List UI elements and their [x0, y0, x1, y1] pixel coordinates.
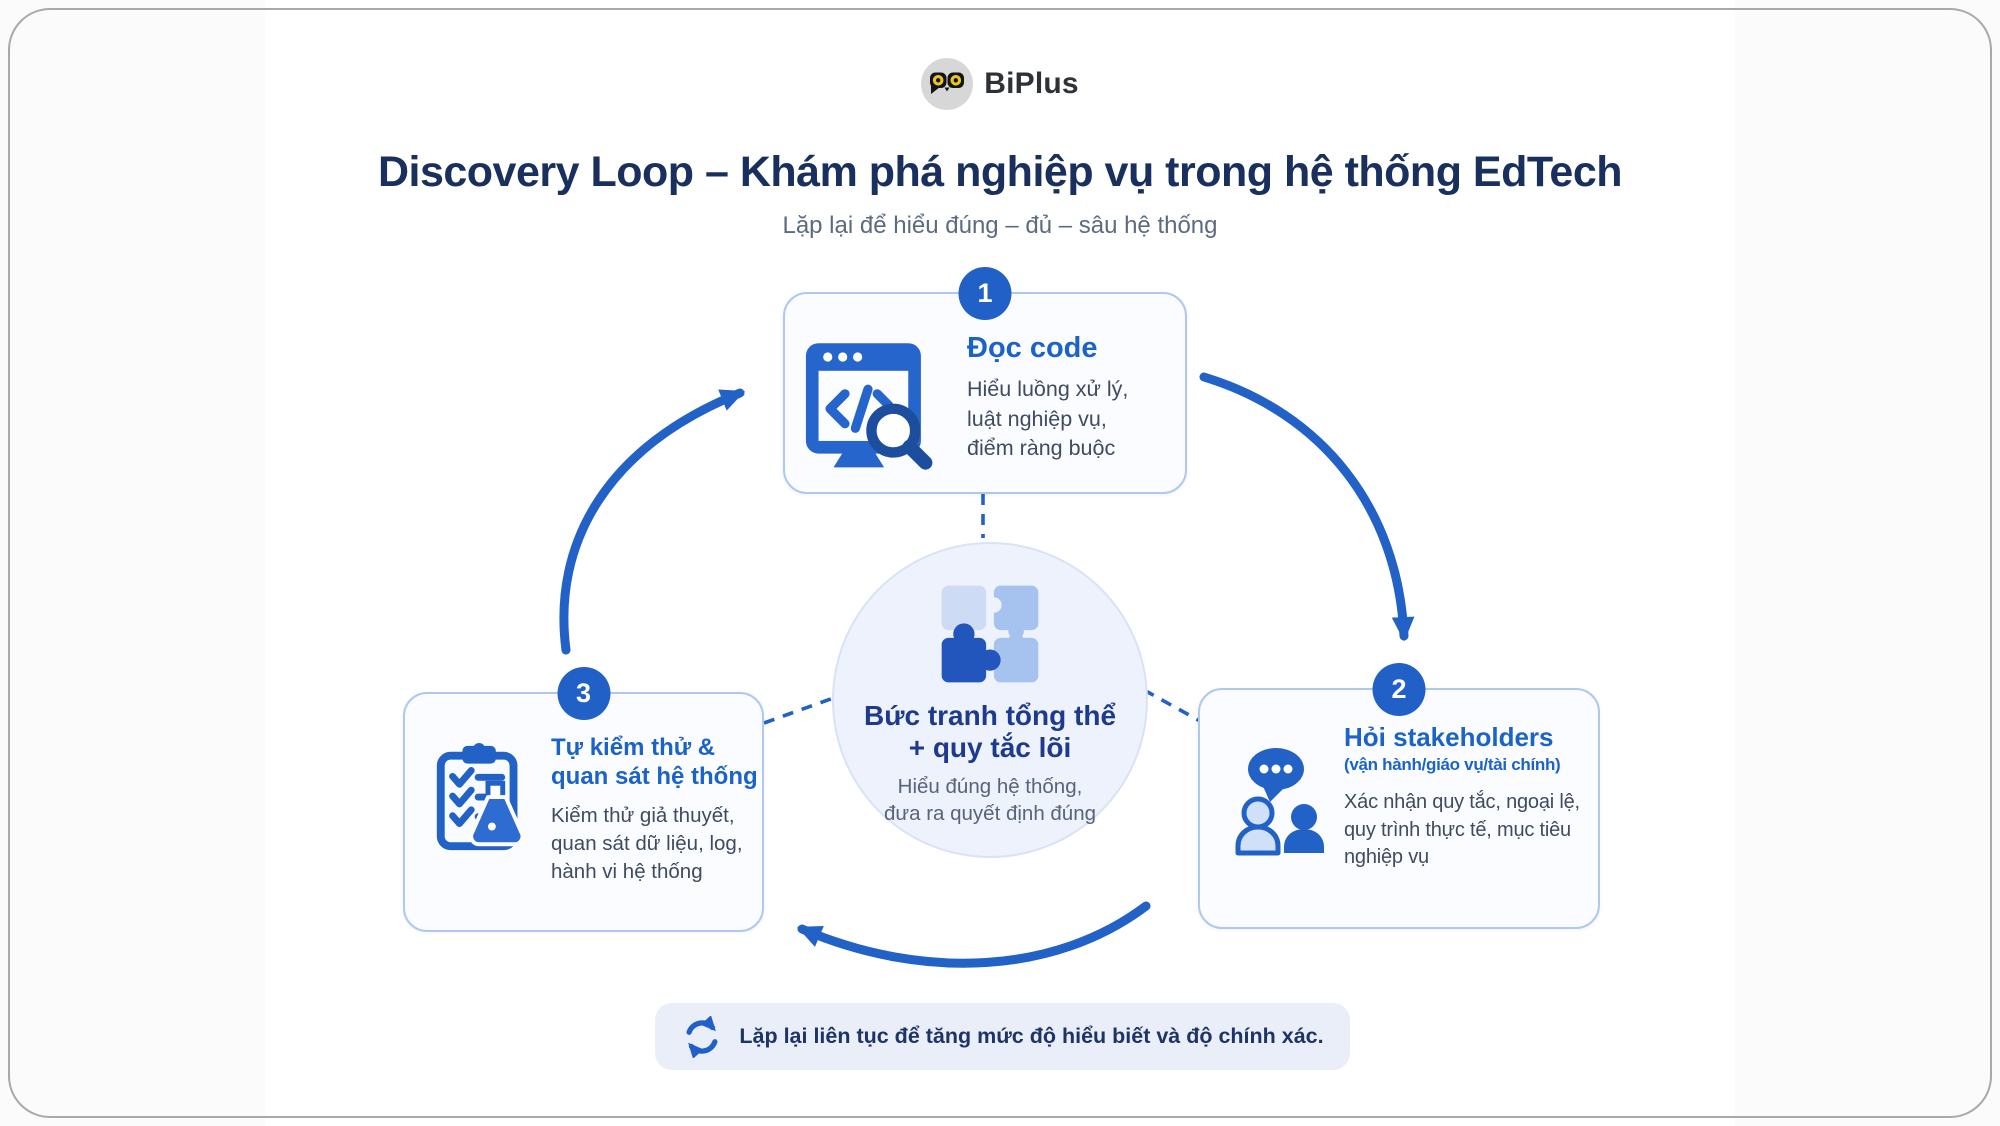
step1-number-badge: 1	[958, 267, 1012, 320]
step3-title-line: Tự kiểm thử &	[551, 734, 716, 761]
loop-note-text: Lặp lại liên tục để tăng mức độ hiểu biế…	[739, 1024, 1324, 1048]
page-subtitle: Lặp lại để hiểu đúng – đủ – sâu hệ thống	[782, 212, 1218, 239]
brand-logo: BiPlus	[0, 58, 2000, 110]
hub-title-line: Bức tranh tổng thể	[863, 700, 1117, 731]
step-card-self-test: 3 Tự kiểm thử & quan sát hệ thống Kiểm t…	[403, 667, 764, 932]
step2-number-badge: 2	[1372, 663, 1426, 716]
step2-text: Hỏi stakeholders (vận hành/giáo vụ/tài c…	[1344, 722, 1580, 872]
step3-title-line: quan sát hệ thống	[551, 762, 758, 790]
checklist-flask-icon	[436, 742, 525, 851]
step3-title: Tự kiểm thử & quan sát hệ thống	[551, 734, 758, 792]
step1-desc-line: điểm ràng buộc	[967, 436, 1116, 461]
step3-desc-line: Kiểm thử giả thuyết,	[551, 803, 735, 827]
hub-title: Bức tranh tổng thể + quy tắc lõi	[864, 700, 1116, 764]
puzzle-icon	[941, 585, 1039, 683]
dashed-connector-right	[1143, 688, 1201, 723]
page-title: Discovery Loop – Khám phá nghiệp vụ tron…	[377, 148, 1623, 196]
step2-description: Xác nhận quy tắc, ngoại lệ, quy trình th…	[1344, 789, 1580, 872]
step1-desc-line: luật nghiệp vụ,	[967, 406, 1107, 431]
hub-description: Hiểu đúng hệ thống, đưa ra quyết định đú…	[884, 773, 1096, 827]
step1-text: Đọc code Hiểu luồng xử lý, luật nghiệp v…	[967, 332, 1128, 464]
step3-description: Kiểm thử giả thuyết, quan sát dữ liệu, l…	[551, 802, 758, 887]
dashed-connector-left	[763, 694, 840, 725]
hub-desc-line: đưa ra quyết định đúng	[883, 802, 1097, 826]
step3-desc-line: hành vi hệ thống	[551, 860, 703, 884]
brand-name: BiPlus	[984, 67, 1079, 100]
arrow-step1-to-step2	[1199, 372, 1415, 642]
step2-desc-line: nghiệp vụ	[1344, 846, 1429, 869]
step2-desc-line: quy trình thực tế, mục tiêu	[1344, 818, 1571, 841]
step3-text: Tự kiểm thử & quan sát hệ thống Kiểm thử…	[551, 734, 758, 886]
loop-note-banner: Lặp lại liên tục để tăng mức độ hiểu biế…	[655, 1003, 1350, 1070]
refresh-loop-icon	[686, 1015, 718, 1058]
step1-desc-line: Hiểu luồng xử lý,	[967, 377, 1129, 401]
code-review-browser-icon	[805, 343, 933, 470]
step2-desc-line: Xác nhận quy tắc, ngoại lệ,	[1344, 791, 1580, 813]
center-hub-circle: Bức tranh tổng thể + quy tắc lõi Hiểu đú…	[832, 542, 1148, 858]
step1-description: Hiểu luồng xử lý, luật nghiệp vụ, điểm r…	[967, 375, 1128, 464]
step-card-ask-stakeholders: 2 Hỏi stakeholders (vận hành/giáo vụ/tài…	[1198, 663, 1600, 929]
step-card-read-code: 1 Đọc code Hiểu luồng xử lý, luật nghiệp…	[783, 267, 1187, 494]
arrow-step3-to-step1	[559, 388, 746, 655]
owl-logo-icon	[921, 58, 974, 110]
step2-title-note: (vận hành/giáo vụ/tài chính)	[1344, 755, 1561, 774]
arrow-step2-to-step3	[797, 901, 1151, 968]
stakeholder-chat-icon	[1235, 748, 1324, 856]
step3-desc-line: quan sát dữ liệu, log,	[551, 831, 743, 855]
hub-desc-line: Hiểu đúng hệ thống,	[897, 775, 1083, 799]
step1-title: Đọc code	[967, 332, 1098, 364]
hub-title-line: + quy tắc lõi	[908, 732, 1072, 764]
step3-number-badge: 3	[557, 667, 610, 720]
step2-title: Hỏi stakeholders	[1344, 722, 1554, 752]
